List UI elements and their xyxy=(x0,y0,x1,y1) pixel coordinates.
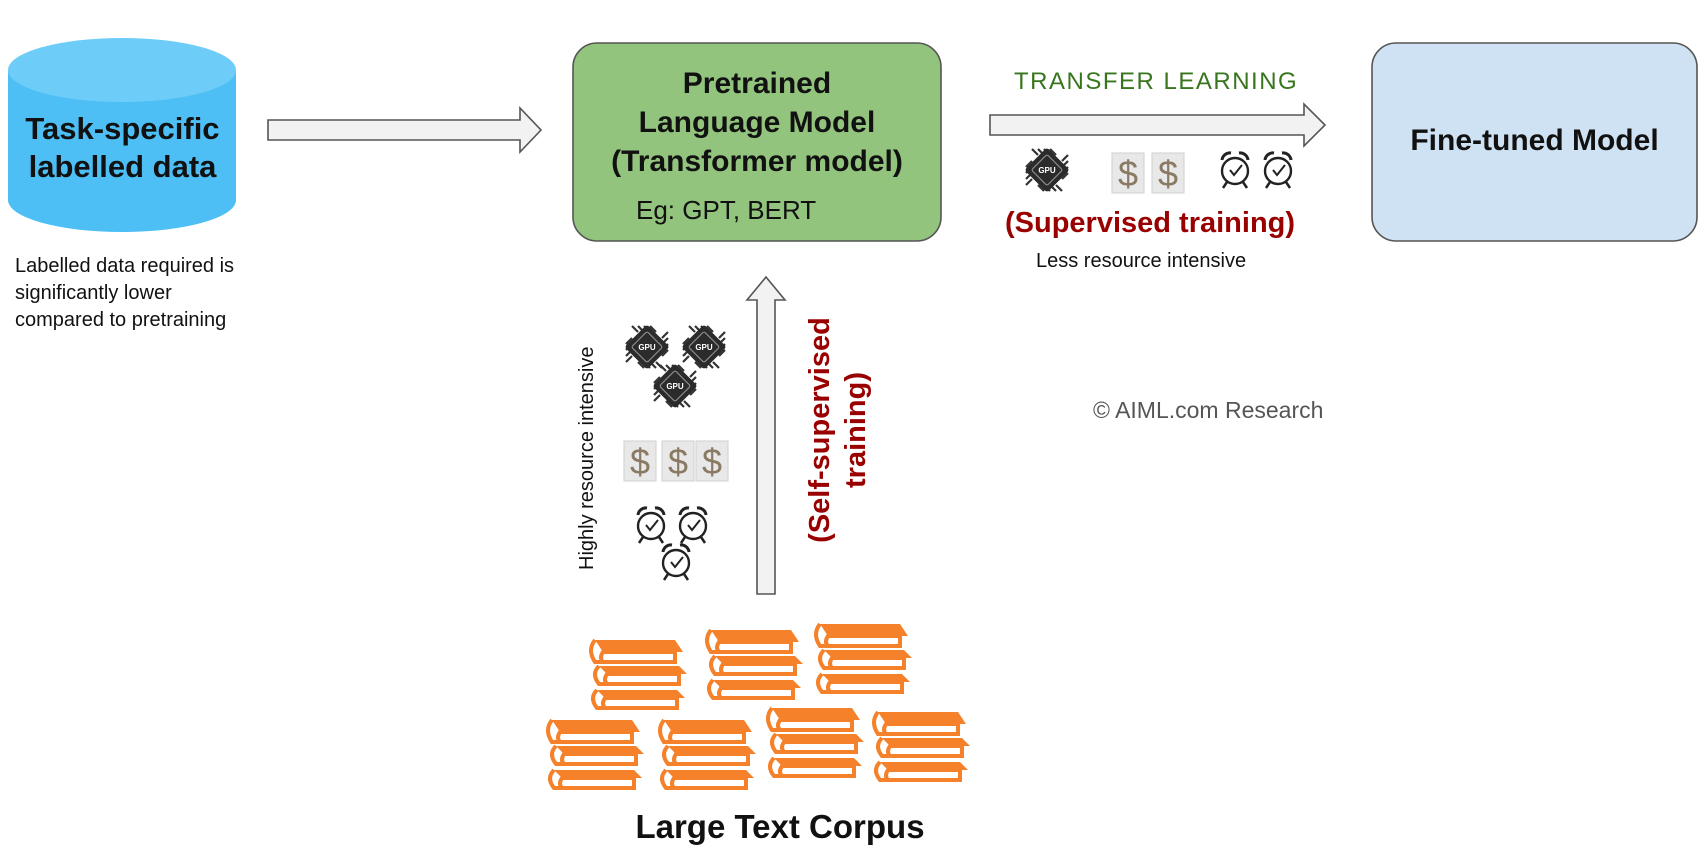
pretrained-model-line: Language Model xyxy=(638,106,876,139)
book-stack-icon xyxy=(705,628,805,700)
pretrained-model-box xyxy=(572,42,942,242)
book-stack-icon xyxy=(814,622,914,694)
finetuned-model-label: Fine-tuned Model xyxy=(1372,43,1697,239)
arrow-to-pretrained xyxy=(267,106,543,154)
less-resource-label: Less resource intensive xyxy=(1036,250,1247,272)
dollar-sign: $ xyxy=(1118,153,1138,194)
supervised-training-label: (Supervised training) xyxy=(1005,207,1296,239)
large-text-corpus-label: Large Text Corpus xyxy=(635,808,925,845)
finetuned-model-text: Fine-tuned Model xyxy=(1410,124,1659,157)
pretraining-arrow xyxy=(745,275,787,595)
transfer-clock-icon xyxy=(1263,151,1293,190)
dollar-sign: $ xyxy=(702,441,722,482)
self-supervised-line: training) xyxy=(840,372,872,488)
book-stack-icon xyxy=(766,706,866,778)
task-data-cylinder xyxy=(8,38,236,232)
task-data-label: Task-specific labelled data xyxy=(10,110,235,186)
transfer-clock-icon xyxy=(1220,151,1250,190)
pretrained-model-title: Pretrained Language Model (Transformer m… xyxy=(573,64,941,181)
gpu-label: GPU xyxy=(638,343,656,352)
task-data-note-line: compared to pretraining xyxy=(15,309,227,331)
transfer-learning-arrow xyxy=(989,102,1327,148)
pretraining-clock-icon xyxy=(661,543,691,582)
dollar-sign: $ xyxy=(1158,153,1178,194)
finetuned-model-box xyxy=(1371,42,1698,242)
pretrained-model-example: Eg: GPT, BERT xyxy=(636,195,817,225)
gpu-label: GPU xyxy=(666,382,684,391)
task-data-note: Labelled data required is significantly … xyxy=(15,253,275,334)
task-data-note-line: Labelled data required is xyxy=(15,255,235,277)
pretrained-model-line: Pretrained xyxy=(682,67,832,100)
transfer-learning-title: TRANSFER LEARNING xyxy=(1014,68,1299,95)
book-stack-icon xyxy=(589,638,689,710)
pretraining-clock-icon xyxy=(678,506,708,545)
book-stack-icon xyxy=(872,710,972,782)
highly-resource-intensive-label: Highly resource intensive xyxy=(576,346,598,570)
copyright-text: © AIML.com Research xyxy=(1093,397,1324,423)
dollar-sign: $ xyxy=(668,441,688,482)
book-stack-icon xyxy=(546,718,646,790)
self-supervised-training-label: (Self-supervised training) xyxy=(802,312,874,548)
task-data-note-line: significantly lower xyxy=(15,282,172,304)
book-stack-icon xyxy=(658,718,758,790)
task-data-label-line: labelled data xyxy=(28,149,217,184)
gpu-label: GPU xyxy=(1038,166,1056,175)
dollar-sign: $ xyxy=(630,441,650,482)
self-supervised-line: (Self-supervised xyxy=(804,317,836,543)
gpu-label: GPU xyxy=(695,343,713,352)
task-data-label-line: Task-specific xyxy=(25,111,220,146)
pretrained-model-line: (Transformer model) xyxy=(611,145,903,178)
pretraining-clock-icon xyxy=(636,506,666,545)
